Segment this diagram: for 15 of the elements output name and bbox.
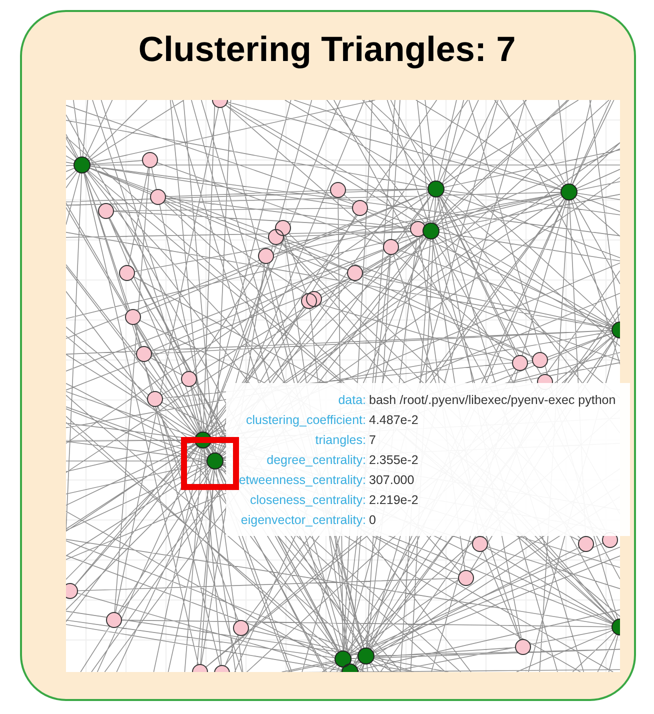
property-name: data: <box>337 393 366 407</box>
property-value: 307.000 <box>369 473 416 487</box>
title: Clustering Triangles: 7 <box>137 30 517 70</box>
property-name: eigenvector_centrality: <box>240 513 366 527</box>
property-value: 0 <box>369 513 377 527</box>
property-name: clustering_coefficient: <box>245 413 366 427</box>
property-name: triangles: <box>314 433 366 447</box>
property-name: closeness_centrality: <box>248 493 366 507</box>
property-name: etweenness_centrality: <box>238 473 366 487</box>
property-value: 4.487e-2 <box>369 413 420 427</box>
property-name: degree_centrality: <box>266 453 366 467</box>
property-value: 7 <box>369 433 377 447</box>
property-value: 2.355e-2 <box>369 453 420 467</box>
property-value: bash /root/.pyenv/libexec/pyenv-exec python <box>369 393 616 407</box>
property-value: 2.219e-2 <box>369 493 420 507</box>
